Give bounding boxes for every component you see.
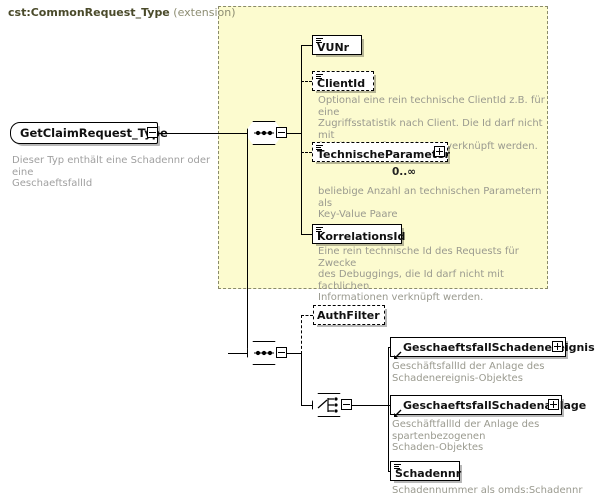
geschaeftsfallschadenanlage-expand-button[interactable] <box>548 399 559 410</box>
sequence-lower-expander[interactable] <box>276 347 287 358</box>
connector-sequence-lower-bus-up <box>301 315 302 354</box>
element-node-authfilter[interactable]: AuthFilter <box>313 305 385 325</box>
reference-icon <box>393 403 402 417</box>
extension-group-title-sub: (extension) <box>173 6 236 19</box>
connector-choice-stub <box>352 405 388 406</box>
connector-to-sequence-lower <box>228 353 248 354</box>
element-label-schadennr: Schadennr <box>395 466 462 480</box>
connector-sequence-lower-bus-down <box>301 353 302 405</box>
element-label-korrelationsid: KorrelationsId <box>317 229 406 243</box>
choice-icon <box>317 397 338 413</box>
sequence-icon <box>254 350 274 356</box>
element-node-technischeparameter[interactable]: TechnischeParameter <box>312 142 450 162</box>
sequence-compositor-upper[interactable] <box>247 121 287 148</box>
connector-to-authfilter <box>301 315 313 316</box>
connector-to-technischeparameter <box>301 152 312 153</box>
sequence-compositor-lower[interactable] <box>247 341 287 368</box>
extension-group-title: cst:CommonRequest_Type (extension) <box>8 6 236 19</box>
choice-expander[interactable] <box>341 399 352 410</box>
element-label-authfilter: AuthFilter <box>317 308 380 322</box>
connector-to-vunr <box>301 45 312 46</box>
element-label-clientid: ClientId <box>317 76 366 90</box>
annotation-schadennr: Schadennummer als omds:Schadennr <box>392 485 583 496</box>
connector-root-down <box>247 133 248 353</box>
connector-sequence-bus-stub <box>287 133 301 134</box>
sequence-upper-expander[interactable] <box>276 127 287 138</box>
connector-to-choice <box>301 405 312 406</box>
element-label-geschaeftsfallschadenanlage: GeschaeftsfallSchadenanlage <box>403 398 587 412</box>
element-node-geschaeftsfallschadenereignis[interactable]: GeschaeftsfallSchadenereignis <box>390 337 595 359</box>
annotation-korrelationsid: Eine rein technische Id des Requests für… <box>318 246 519 303</box>
element-label-vunr: VUNr <box>317 40 350 54</box>
geschaeftsfallschadenereignis-expand-button[interactable] <box>552 341 563 352</box>
connector-choice-bus <box>388 347 389 471</box>
connector-to-clientid <box>301 81 312 82</box>
connector-sequence-lower-stub <box>287 353 301 354</box>
reference-icon <box>393 345 402 359</box>
technischeparameter-expand-button[interactable] <box>434 146 445 157</box>
cardinality-technischeparameter: 0..∞ <box>392 166 417 178</box>
connector-root-to-sequence <box>158 133 247 134</box>
annotation-geschaeftsfallschadenanlage: GeschäftfallId der Anlage des spartenbez… <box>392 419 540 453</box>
connector-sequence-bus <box>301 45 302 234</box>
extension-group-title-main: cst:CommonRequest_Type <box>8 6 170 19</box>
annotation-geschaeftsfallschadenereignis: GeschäftsfallId der Anlage des Schadener… <box>392 361 545 384</box>
root-annotation: Dieser Typ enthält eine Schadennr oder e… <box>12 155 211 189</box>
element-node-geschaeftsfallschadenanlage[interactable]: GeschaeftsfallSchadenanlage <box>390 395 586 417</box>
annotation-technischeparameter: beliebige Anzahl an technischen Paramete… <box>318 186 542 220</box>
element-node-vunr[interactable]: VUNr <box>312 35 362 55</box>
element-node-clientid[interactable]: ClientId <box>312 71 374 91</box>
compositor-shape <box>247 341 281 365</box>
connector-to-korrelationsid <box>301 234 312 235</box>
root-type-label: GetClaimRequest_Type <box>20 126 168 140</box>
compositor-shape <box>312 393 346 417</box>
element-node-schadennr[interactable]: Schadennr <box>390 461 461 481</box>
root-collapse-expander[interactable] <box>147 127 158 138</box>
choice-compositor[interactable] <box>312 393 352 420</box>
root-type-node[interactable]: GetClaimRequest_Type <box>10 122 168 144</box>
element-label-technischeparameter: TechnischeParameter <box>317 147 450 161</box>
sequence-icon <box>254 130 274 136</box>
element-label-geschaeftsfallschadenereignis: GeschaeftsfallSchadenereignis <box>403 340 595 354</box>
element-node-korrelationsid[interactable]: KorrelationsId <box>312 224 405 244</box>
